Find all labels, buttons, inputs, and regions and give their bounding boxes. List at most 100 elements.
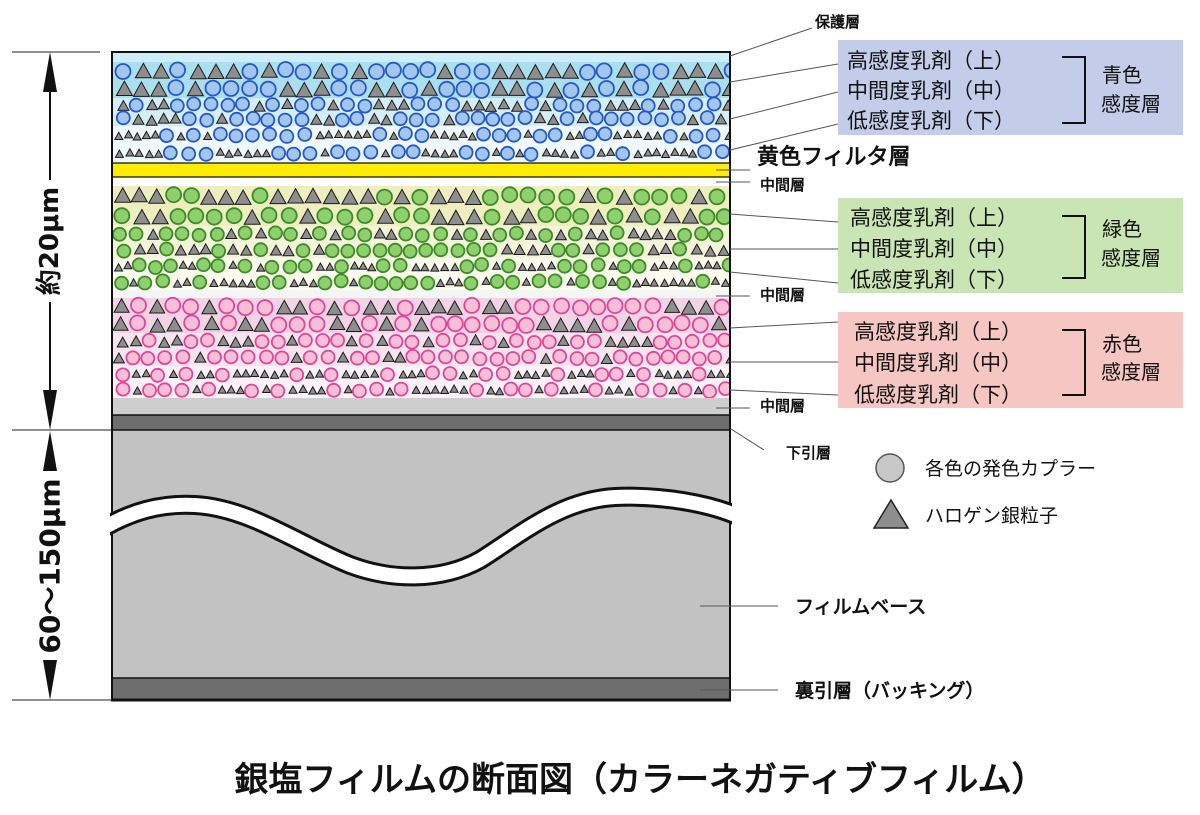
color-coupler-particle — [279, 128, 295, 144]
color-coupler-particle — [501, 258, 517, 274]
color-coupler-particle — [450, 243, 466, 259]
silver-halide-grain — [234, 188, 252, 205]
silver-halide-grain — [545, 81, 564, 98]
silver-halide-grain — [285, 334, 299, 346]
color-coupler-particle — [550, 242, 566, 258]
silver-halide-grain — [333, 129, 344, 138]
silver-halide-grain — [178, 259, 189, 269]
silver-halide-grain — [449, 383, 459, 393]
color-coupler-particle — [297, 332, 313, 348]
color-coupler-particle — [349, 111, 365, 126]
color-coupler-particle — [220, 97, 236, 113]
color-coupler-particle — [297, 258, 313, 274]
silver-halide-grain — [205, 369, 216, 379]
silver-halide-grain — [380, 148, 391, 158]
color-coupler-particle — [236, 299, 254, 317]
silver-halide-grain — [539, 352, 553, 364]
color-coupler-particle — [402, 63, 420, 80]
color-coupler-particle — [509, 225, 524, 241]
color-coupler-particle — [294, 63, 312, 81]
silver-halide-grain — [596, 228, 610, 241]
interlayer-label: 中間層 — [760, 176, 805, 194]
silver-halide-grain — [345, 334, 359, 347]
emulsion-label-low: 低感度乳剤（下） — [854, 383, 1022, 407]
film-base-label: フィルムベース — [795, 596, 926, 618]
silver-halide-grain — [596, 147, 607, 157]
silver-halide-grain — [447, 209, 465, 226]
color-coupler-particle — [183, 187, 200, 205]
silver-halide-grain — [650, 227, 664, 240]
silver-halide-grain — [649, 277, 660, 287]
silver-halide-grain — [275, 299, 293, 315]
silver-halide-grain — [376, 334, 389, 346]
color-coupler-particle — [393, 206, 411, 224]
silver-halide-grain — [269, 244, 283, 256]
silver-halide-grain — [439, 385, 450, 394]
silver-halide-grain — [530, 370, 541, 379]
green-sensitive-group-box — [838, 198, 1183, 293]
silver-halide-grain — [664, 228, 677, 240]
color-coupler-particle — [265, 97, 280, 112]
silver-halide-grain — [113, 186, 132, 203]
silver-halide-grain — [123, 260, 133, 270]
silver-halide-grain — [130, 186, 149, 203]
silver-halide-grain — [320, 147, 330, 157]
color-coupler-particle — [392, 111, 408, 127]
silver-halide-grain — [336, 351, 350, 363]
silver-halide-grain — [721, 80, 730, 96]
silver-halide-grain — [580, 81, 599, 98]
color-coupler-particle — [209, 226, 225, 242]
color-coupler-particle — [481, 335, 497, 351]
color-coupler-particle — [282, 259, 298, 275]
silver-halide-grain — [686, 113, 700, 126]
silver-halide-grain — [157, 97, 171, 110]
silver-halide-grain — [615, 80, 633, 97]
color-coupler-particle — [588, 382, 603, 398]
silver-halide-grain — [679, 131, 689, 141]
silver-halide-grain — [652, 130, 663, 140]
silver-halide-grain — [235, 385, 246, 395]
color-coupler-particle — [333, 273, 349, 289]
silver-halide-grain — [449, 131, 459, 141]
color-coupler-particle — [708, 188, 726, 206]
color-coupler-particle — [670, 187, 688, 205]
color-coupler-particle — [694, 226, 709, 242]
color-coupler-particle — [697, 144, 712, 160]
color-coupler-particle — [598, 80, 615, 97]
leader-line — [729, 91, 839, 120]
silver-halide-grain — [291, 299, 309, 315]
silver-halide-grain — [541, 147, 552, 157]
color-coupler-particle — [114, 63, 132, 80]
silver-halide-grain — [413, 299, 431, 315]
color-coupler-particle — [251, 187, 269, 205]
silver-halide-grain — [660, 149, 671, 158]
color-coupler-particle — [192, 274, 208, 290]
color-coupler-particle — [164, 296, 182, 314]
silver-halide-grain — [376, 207, 395, 224]
interlayer-label: 中間層 — [760, 397, 805, 415]
red-sensitive-group-box — [838, 312, 1183, 408]
emulsion-particles — [112, 61, 730, 398]
color-coupler-particle — [128, 226, 144, 242]
color-coupler-particle — [218, 297, 236, 315]
silver-halide-grain — [710, 315, 728, 331]
color-coupler-particle — [408, 112, 424, 128]
color-coupler-particle — [482, 242, 498, 258]
silver-halide-grain — [693, 385, 704, 395]
color-coupler-particle — [526, 81, 544, 99]
color-coupler-particle — [656, 316, 674, 334]
color-coupler-particle — [264, 259, 280, 275]
silver-halide-grain — [484, 100, 498, 112]
color-coupler-particle — [606, 207, 624, 225]
color-coupler-particle — [204, 79, 222, 97]
color-coupler-particle — [633, 188, 651, 206]
silver-halide-grain — [458, 370, 469, 380]
color-coupler-particle — [182, 298, 200, 316]
color-coupler-particle — [654, 112, 669, 128]
color-coupler-particle — [169, 61, 187, 79]
silver-halide-grain — [465, 208, 484, 225]
color-coupler-particle — [706, 96, 722, 112]
color-coupler-particle — [532, 298, 550, 316]
color-coupler-particle — [388, 276, 404, 291]
color-coupler-particle — [704, 81, 721, 99]
